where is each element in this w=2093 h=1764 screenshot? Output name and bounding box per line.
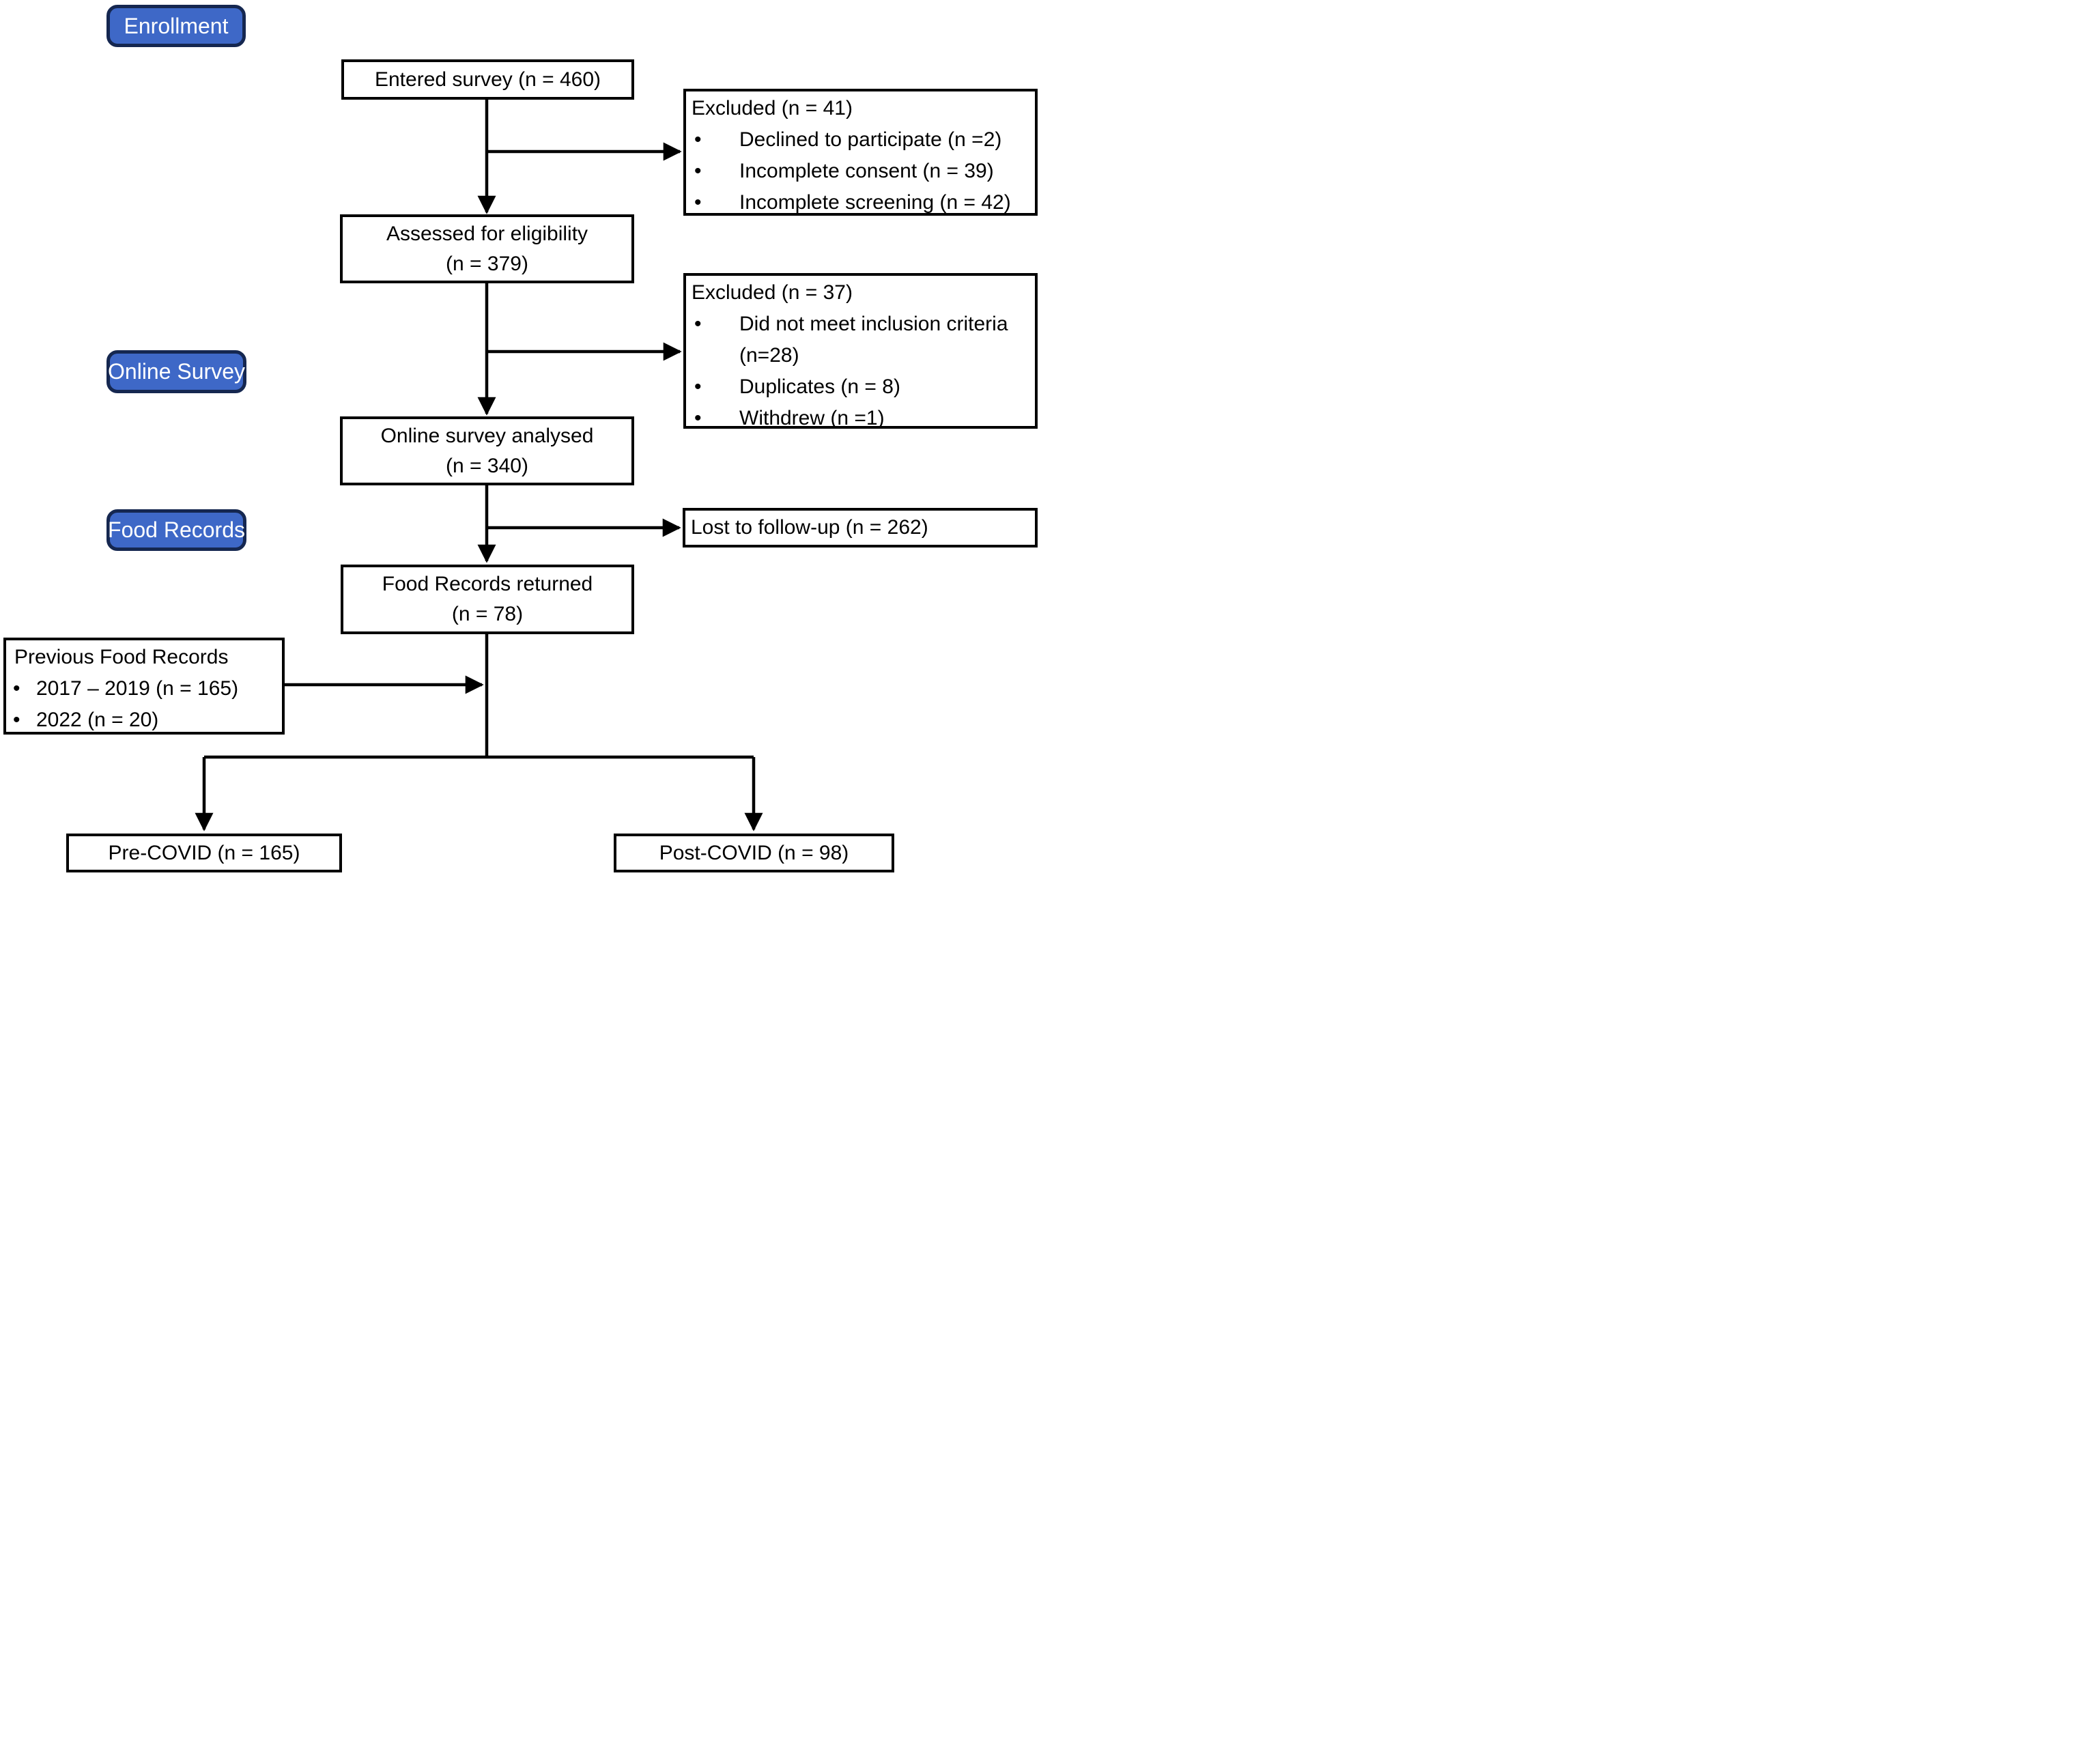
node-online-survey-analysed: Online survey analysed (n = 340)	[340, 416, 634, 485]
node-previous-food-records: Previous Food Records 2017 – 2019 (n = 1…	[3, 638, 285, 735]
node-food-records-returned: Food Records returned (n = 78)	[341, 565, 634, 634]
node-analysed-line1: Online survey analysed	[380, 424, 594, 447]
node-previous-heading: Previous Food Records	[14, 646, 229, 668]
list-item-text: 2022 (n = 20)	[36, 709, 159, 731]
node-lost-label: Lost to follow-up (n = 262)	[691, 516, 928, 539]
flow-diagram: Enrollment Online Survey Food Records En…	[0, 0, 1046, 882]
badge-enrollment: Enrollment	[106, 5, 246, 47]
node-pre-covid-label: Pre-COVID (n = 165)	[108, 841, 300, 864]
list-item: Duplicates (n = 8)	[686, 371, 1035, 403]
connector-layer	[195, 100, 763, 831]
node-excluded-41-list: Declined to participate (n =2) Incomplet…	[686, 124, 1035, 218]
node-previous-list: 2017 – 2019 (n = 165) 2022 (n = 20)	[6, 673, 282, 736]
list-item-text: 2017 – 2019 (n = 165)	[36, 677, 239, 700]
list-item: Incomplete screening (n = 42)	[686, 187, 1035, 218]
node-assessed-line1: Assessed for eligibility	[386, 222, 588, 245]
node-returned-line2: (n = 78)	[451, 603, 524, 625]
node-excluded-41-heading: Excluded (n = 41)	[692, 97, 853, 119]
node-entered-survey-label: Entered survey (n = 460)	[374, 68, 601, 91]
badge-online-survey: Online Survey	[106, 350, 246, 393]
list-item-text: Duplicates (n = 8)	[739, 375, 900, 398]
node-post-covid: Post-COVID (n = 98)	[614, 834, 894, 872]
node-excluded-37-heading: Excluded (n = 37)	[692, 281, 853, 304]
node-entered-survey: Entered survey (n = 460)	[341, 59, 634, 100]
list-item: Withdrew (n =1)	[686, 403, 1035, 434]
list-item-text: Incomplete consent (n = 39)	[739, 160, 994, 182]
node-pre-covid: Pre-COVID (n = 165)	[66, 834, 342, 872]
node-lost-to-followup: Lost to follow-up (n = 262)	[683, 508, 1038, 547]
node-excluded-37-list: Did not meet inclusion criteria (n=28) D…	[686, 309, 1035, 434]
badge-food-records: Food Records	[106, 509, 246, 551]
list-item-text: Incomplete screening (n = 42)	[739, 191, 1011, 214]
list-item: Did not meet inclusion criteria (n=28)	[686, 309, 1035, 371]
node-excluded-41: Excluded (n = 41) Declined to participat…	[683, 89, 1038, 216]
node-analysed-line2: (n = 340)	[446, 454, 528, 477]
list-item-text: Did not meet inclusion criteria (n=28)	[739, 313, 1008, 367]
node-assessed-eligibility: Assessed for eligibility (n = 379)	[340, 214, 634, 283]
node-assessed-line2: (n = 379)	[446, 252, 528, 275]
list-item: 2017 – 2019 (n = 165)	[6, 673, 282, 705]
node-post-covid-label: Post-COVID (n = 98)	[659, 841, 849, 864]
list-item-text: Declined to participate (n =2)	[739, 128, 1002, 151]
node-returned-line1: Food Records returned	[382, 573, 593, 595]
node-excluded-37: Excluded (n = 37) Did not meet inclusion…	[683, 273, 1038, 429]
list-item: Declined to participate (n =2)	[686, 124, 1035, 156]
list-item: Incomplete consent (n = 39)	[686, 156, 1035, 187]
list-item-text: Withdrew (n =1)	[739, 407, 885, 429]
list-item: 2022 (n = 20)	[6, 705, 282, 736]
